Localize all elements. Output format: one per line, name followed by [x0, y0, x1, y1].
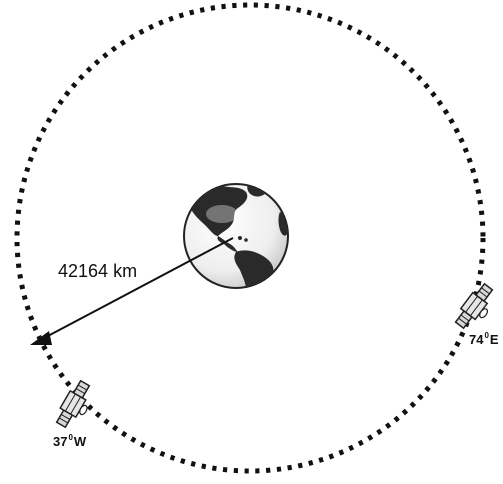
earth-globe-icon — [183, 183, 289, 289]
hemisphere: W — [73, 434, 87, 449]
satellite-label-74e: 740E — [469, 331, 499, 347]
radius-unit: km — [113, 261, 138, 281]
orbit-ring — [14, 2, 486, 474]
hemisphere: E — [489, 332, 499, 347]
degree-mark: 0 — [68, 433, 73, 442]
degree-mark: 0 — [484, 331, 489, 340]
radius-label: 42164 km — [58, 262, 137, 280]
arrowhead-icon — [30, 331, 52, 345]
satellite-label-37w: 370W — [53, 433, 87, 449]
radius-value: 42164 — [58, 261, 109, 281]
longitude-value: 37 — [53, 434, 68, 449]
satellite-icon — [454, 282, 494, 330]
radius-arrow — [30, 237, 234, 345]
longitude-value: 74 — [469, 332, 484, 347]
satellite-icon — [55, 379, 91, 429]
